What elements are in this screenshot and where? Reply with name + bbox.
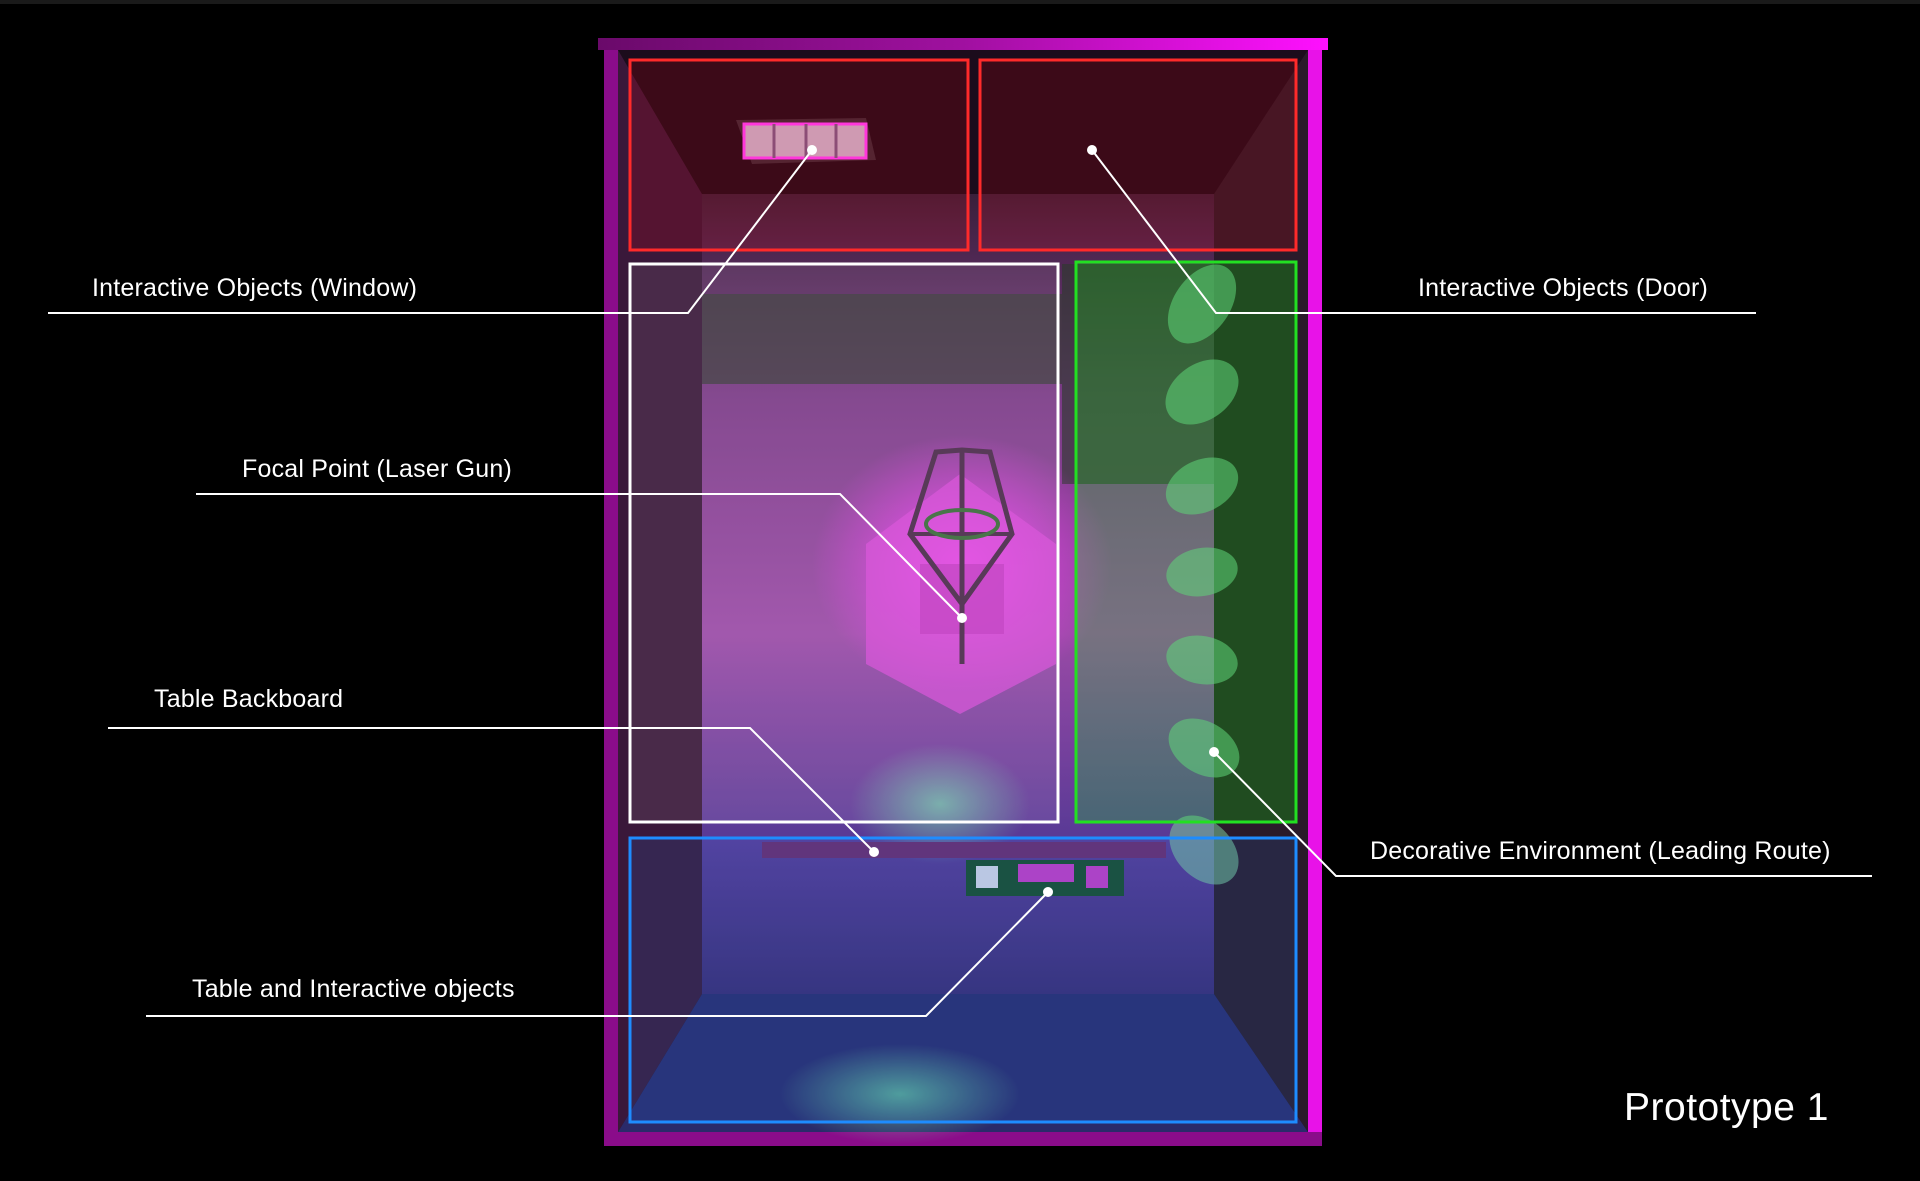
leader-backboard — [108, 727, 875, 853]
leader-lines — [48, 149, 1872, 1017]
leader-route — [1213, 751, 1872, 877]
focal-zone-box — [628, 262, 1060, 824]
label-table-objects: Table and Interactive objects — [192, 975, 515, 1003]
label-table-backboard: Table Backboard — [154, 685, 344, 713]
window-object — [736, 118, 876, 164]
zone-boxes — [628, 58, 1298, 1124]
table-zone-box — [628, 836, 1298, 1124]
prototype-title: Prototype 1 — [1624, 1086, 1829, 1129]
door-zone-box — [978, 58, 1298, 252]
window-zone-box — [628, 58, 970, 252]
room-illustration — [48, 38, 1872, 1146]
leader-dots — [807, 145, 1219, 897]
leader-door — [1091, 149, 1756, 314]
label-focal-point: Focal Point (Laser Gun) — [242, 455, 512, 483]
label-window: Interactive Objects (Window) — [92, 274, 418, 302]
leader-focal — [196, 493, 963, 619]
leading-route-pads — [1165, 264, 1240, 885]
route-zone-box — [1074, 260, 1298, 824]
label-door: Interactive Objects (Door) — [1418, 274, 1709, 302]
label-leading-route: Decorative Environment (Leading Route) — [1370, 837, 1831, 865]
leader-window — [48, 149, 813, 314]
room-frame — [598, 38, 1328, 1146]
leader-table — [146, 891, 1049, 1017]
laser-gun-object — [812, 434, 1112, 714]
